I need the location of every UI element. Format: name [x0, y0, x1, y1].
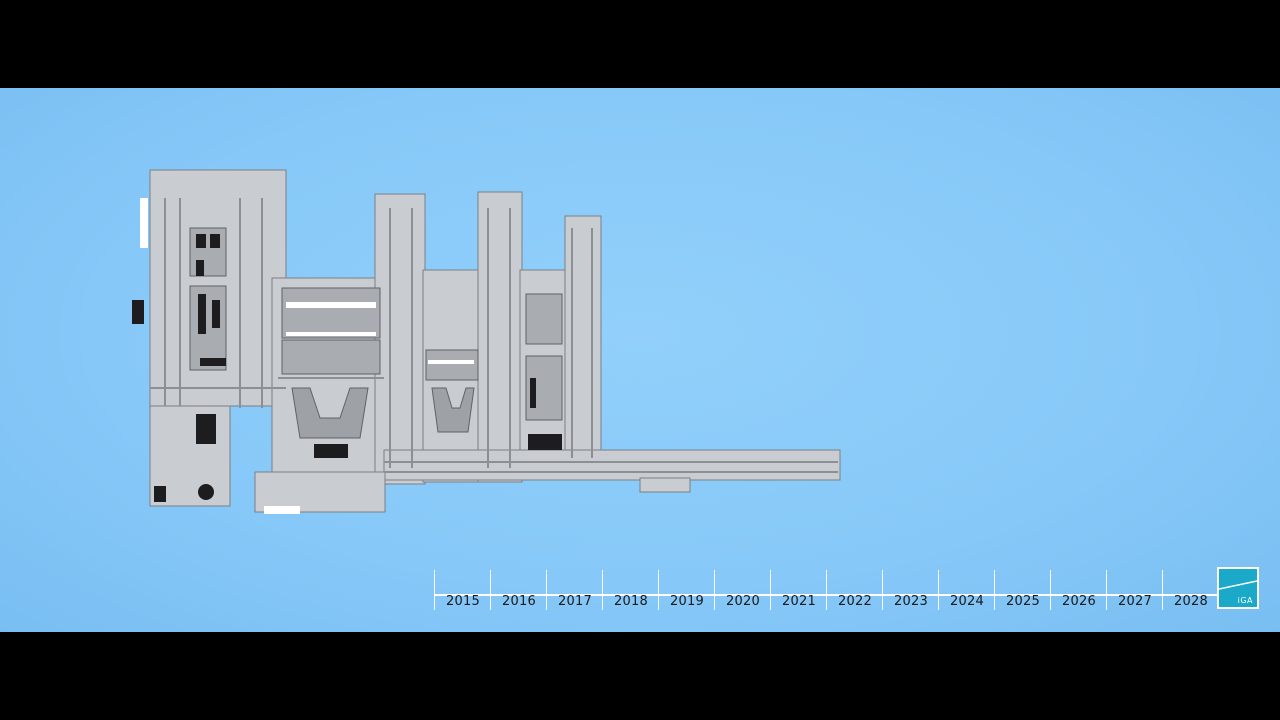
airport-plan-runways — [150, 198, 838, 473]
timeline-year[interactable]: 2017 — [546, 570, 602, 610]
timeline-year-label: 2027 — [1118, 594, 1152, 609]
timeline-year-label: 2025 — [1006, 594, 1040, 609]
timeline-year-label: 2024 — [950, 594, 984, 609]
timeline-year-label: 2026 — [1062, 594, 1096, 609]
timeline-tick — [434, 570, 435, 610]
airport-plan-buildings — [132, 234, 562, 502]
timeline-year[interactable]: 2024 — [938, 570, 994, 610]
timeline-tick — [1106, 570, 1107, 610]
logo-text: iGA — [1237, 596, 1253, 605]
timeline-year[interactable]: 2021 — [770, 570, 826, 610]
timeline-tick — [490, 570, 491, 610]
letterbox-bottom — [0, 632, 1280, 720]
timeline-tick — [714, 570, 715, 610]
timeline-year[interactable]: 2019 — [658, 570, 714, 610]
timeline-year[interactable]: 2023 — [882, 570, 938, 610]
timeline-year[interactable]: 2015 — [434, 570, 490, 610]
timeline-year-label: 2021 — [782, 594, 816, 609]
timeline-year-label: 2018 — [614, 594, 648, 609]
timeline-tick — [882, 570, 883, 610]
timeline-tick — [938, 570, 939, 610]
timeline-year-label: 2019 — [670, 594, 704, 609]
airport-plan-main-block — [149, 169, 841, 513]
timeline-year-label: 2015 — [446, 594, 480, 609]
timeline-tick — [658, 570, 659, 610]
timeline-tick — [994, 570, 995, 610]
timeline-year[interactable]: 2025 — [994, 570, 1050, 610]
timeline-year[interactable]: 2022 — [826, 570, 882, 610]
timeline-year[interactable]: 2016 — [490, 570, 546, 610]
timeline-tick — [826, 570, 827, 610]
timeline: 2015 2016 2017 2018 2019 2020 2021 2022 2023 2024… — [434, 570, 1218, 614]
timeline-year[interactable]: 2018 — [602, 570, 658, 610]
airport-plan-markings — [140, 198, 474, 514]
letterbox-top — [0, 0, 1280, 88]
timeline-year-label: 2028 — [1174, 594, 1208, 609]
timeline-tick — [546, 570, 547, 610]
iga-logo-icon: iGA — [1217, 567, 1259, 609]
timeline-tick — [1162, 570, 1163, 610]
timeline-year-label: 2016 — [502, 594, 536, 609]
timeline-year-label: 2020 — [726, 594, 760, 609]
timeline-year[interactable]: 2027 — [1106, 570, 1162, 610]
timeline-year-label: 2017 — [558, 594, 592, 609]
timeline-tick — [770, 570, 771, 610]
timeline-year[interactable]: 2026 — [1050, 570, 1106, 610]
timeline-year[interactable]: 2020 — [714, 570, 770, 610]
timeline-year-label: 2023 — [894, 594, 928, 609]
timeline-year-label: 2022 — [838, 594, 872, 609]
airport-master-plan-illustration — [132, 169, 841, 514]
timeline-tick — [602, 570, 603, 610]
timeline-year[interactable]: 2028 — [1162, 570, 1218, 610]
video-frame: 2015 2016 2017 2018 2019 2020 2021 2022 2023 2024… — [0, 88, 1280, 632]
timeline-tick — [1050, 570, 1051, 610]
